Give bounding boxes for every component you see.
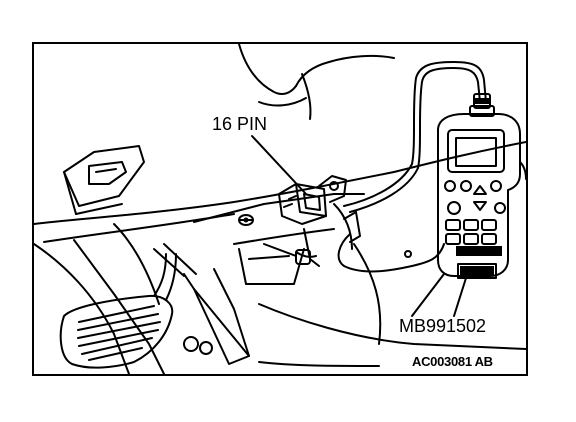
test-harness-cable bbox=[337, 61, 487, 273]
leader-lines bbox=[251, 135, 467, 367]
diagram-frame: 16 PIN MB991502 AC003081 AB bbox=[32, 42, 528, 376]
connector-label: 16 PIN bbox=[212, 114, 268, 134]
hood-release bbox=[63, 145, 145, 215]
dashboard-outline bbox=[34, 44, 526, 243]
scan-tool-device bbox=[437, 93, 526, 279]
accelerator-pedal bbox=[153, 243, 250, 365]
floor-lines bbox=[34, 223, 526, 374]
illustration bbox=[34, 44, 526, 374]
brake-pedal bbox=[59, 253, 177, 369]
figure-code: AC003081 AB bbox=[412, 354, 493, 369]
tool-label: MB991502 bbox=[399, 316, 487, 336]
